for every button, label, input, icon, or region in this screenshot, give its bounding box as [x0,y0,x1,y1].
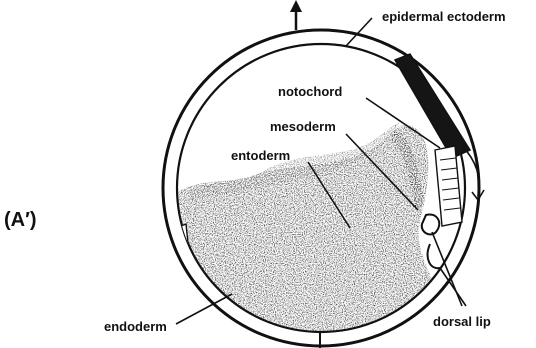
label-epidermal-ectoderm: epidermal ectoderm [382,9,506,24]
label-notochord: notochord [278,84,342,99]
label-entoderm: entoderm [231,148,290,163]
label-endoderm: endoderm [104,319,167,334]
panel-label: (A′) [4,209,37,231]
axis-arrow-top [290,0,302,30]
dorsal-lip-shape [422,214,440,234]
label-dorsal-lip: dorsal lip [433,314,491,329]
label-mesoderm: mesoderm [270,119,336,134]
